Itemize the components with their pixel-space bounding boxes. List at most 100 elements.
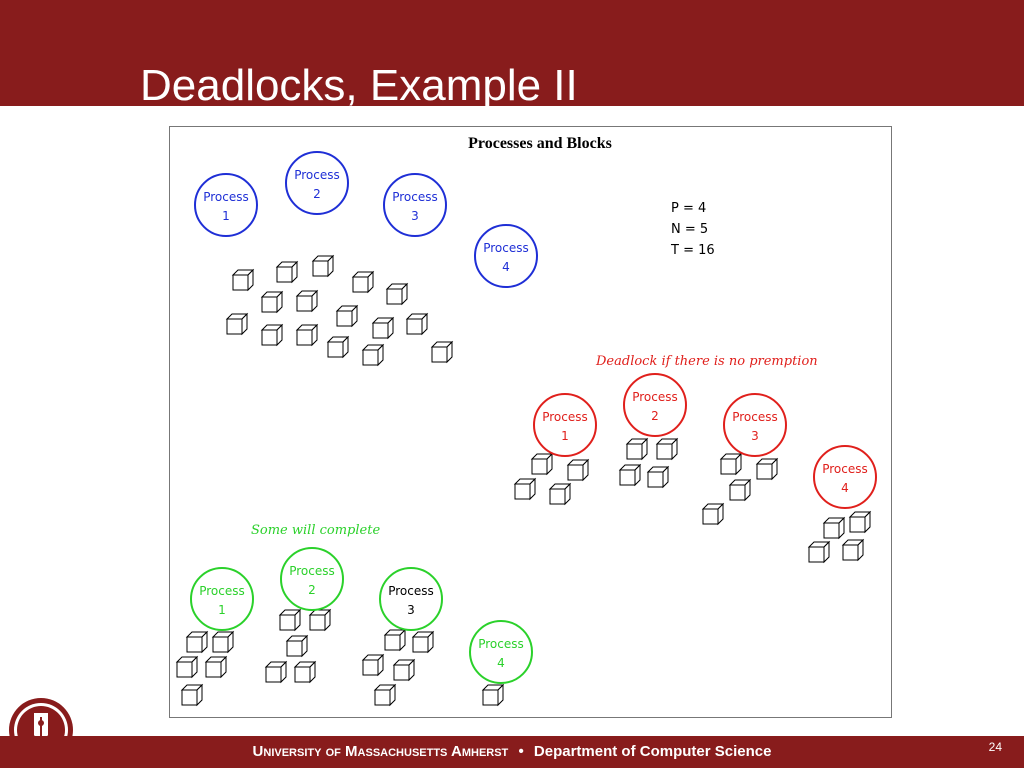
process-word: Process (294, 168, 340, 182)
process-number: 4 (841, 481, 849, 495)
process-node: Process 1 (190, 567, 254, 631)
process-word: Process (289, 564, 335, 578)
block-icon (371, 316, 395, 340)
param-n: N = 5 (671, 222, 708, 237)
block-icon (231, 268, 255, 292)
block-icon (175, 655, 199, 679)
block-icon (180, 683, 204, 707)
page-number: 24 (988, 740, 1002, 754)
process-number: 1 (561, 429, 569, 443)
process-node: Process 2 (623, 373, 687, 437)
block-icon (392, 658, 416, 682)
block-icon (361, 653, 385, 677)
process-node: Process 2 (280, 547, 344, 611)
block-icon (293, 660, 317, 684)
block-icon (351, 270, 375, 294)
block-icon (548, 482, 572, 506)
block-icon (311, 254, 335, 278)
diagram-figure: Processes and Blocks P = 4 N = 5 T = 16 … (169, 126, 892, 718)
block-icon (618, 463, 642, 487)
process-number: 3 (411, 209, 419, 223)
process-word: Process (203, 190, 249, 204)
process-number: 3 (751, 429, 759, 443)
block-icon (848, 510, 872, 534)
process-node: Process 3 (723, 393, 787, 457)
process-node: Process 4 (469, 620, 533, 684)
block-icon (430, 340, 454, 364)
block-icon (728, 478, 752, 502)
block-icon (373, 683, 397, 707)
process-number: 3 (407, 603, 415, 617)
process-number: 2 (308, 583, 316, 597)
block-icon (655, 437, 679, 461)
complete-caption: Some will complete (251, 523, 380, 538)
block-icon (566, 458, 590, 482)
process-word: Process (388, 584, 434, 598)
diagram-canvas: Processes and Blocks P = 4 N = 5 T = 16 … (175, 135, 877, 707)
block-icon (411, 630, 435, 654)
block-icon (260, 290, 284, 314)
block-icon (807, 540, 831, 564)
process-number: 2 (313, 187, 321, 201)
process-number: 1 (218, 603, 226, 617)
footer-band (0, 736, 1024, 768)
block-icon (295, 289, 319, 313)
process-word: Process (199, 584, 245, 598)
footer-department: Department of Computer Science (533, 743, 772, 760)
process-number: 4 (502, 260, 510, 274)
block-icon (211, 630, 235, 654)
process-word: Process (822, 462, 868, 476)
block-icon (260, 323, 284, 347)
block-icon (275, 260, 299, 284)
block-icon (646, 465, 670, 489)
slide-title: Deadlocks, Example II (140, 61, 578, 110)
process-word: Process (632, 390, 678, 404)
block-icon (308, 608, 332, 632)
param-p: P = 4 (671, 201, 706, 216)
process-node: Process 3 (379, 567, 443, 631)
footer-university: University of Massachusetts Amherst (252, 743, 509, 760)
footer-bullet: • (518, 743, 524, 760)
block-icon (530, 452, 554, 476)
block-icon (264, 660, 288, 684)
process-word: Process (392, 190, 438, 204)
block-icon (481, 683, 505, 707)
process-word: Process (732, 410, 778, 424)
block-icon (625, 437, 649, 461)
block-icon (385, 282, 409, 306)
header-band (0, 0, 1024, 106)
block-icon (278, 608, 302, 632)
process-number: 4 (497, 656, 505, 670)
parameters: P = 4 N = 5 T = 16 (670, 201, 715, 258)
process-word: Process (542, 410, 588, 424)
block-icon (405, 312, 429, 336)
process-node: Process 1 (533, 393, 597, 457)
block-icon (204, 655, 228, 679)
footer: University of Massachusetts Amherst • De… (0, 736, 1024, 768)
block-icon (185, 630, 209, 654)
block-icon (755, 457, 779, 481)
figure-title: Processes and Blocks (468, 135, 612, 152)
block-icon (513, 477, 537, 501)
block-icon (383, 628, 407, 652)
block-icon (285, 634, 309, 658)
process-node: Process 2 (285, 151, 349, 215)
process-number: 2 (651, 409, 659, 423)
block-icon (841, 538, 865, 562)
block-icon (335, 304, 359, 328)
process-number: 1 (222, 209, 230, 223)
process-node: Process 1 (194, 173, 258, 237)
block-icon (326, 335, 350, 359)
process-node: Process 3 (383, 173, 447, 237)
param-t: T = 16 (670, 243, 715, 258)
process-word: Process (478, 637, 524, 651)
block-icon (701, 502, 725, 526)
block-icon (295, 323, 319, 347)
block-icon (822, 516, 846, 540)
block-icon (719, 452, 743, 476)
block-icon (361, 343, 385, 367)
